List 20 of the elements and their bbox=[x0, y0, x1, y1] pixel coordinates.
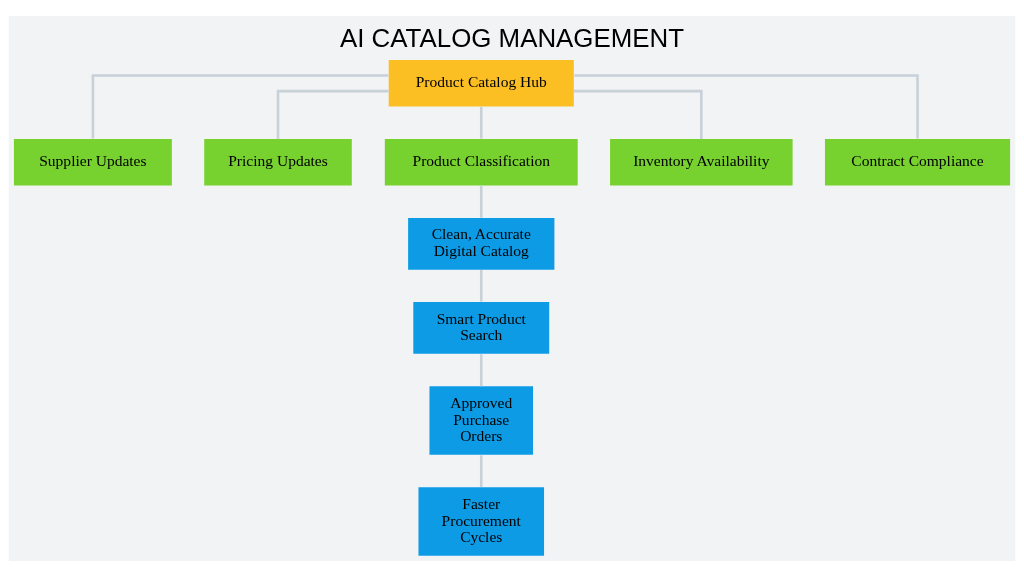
connector bbox=[573, 89, 703, 139]
node-box: Supplier Updates bbox=[13, 138, 172, 186]
node-box: Product Catalog Hub bbox=[388, 59, 574, 107]
diagram-title: AI CATALOG MANAGEMENT bbox=[339, 23, 685, 52]
node-box: Pricing Updates bbox=[204, 138, 352, 186]
node-box: Inventory Availability bbox=[610, 138, 793, 186]
node-box: Smart Product Search bbox=[413, 301, 550, 354]
connector bbox=[479, 106, 483, 139]
connector bbox=[479, 269, 483, 302]
node-box: Product Classification bbox=[384, 138, 578, 186]
node-box: Clean, Accurate Digital Catalog bbox=[408, 217, 555, 270]
connector bbox=[91, 73, 389, 139]
connector bbox=[479, 353, 483, 386]
node-box: Approved Purchase Orders bbox=[429, 385, 534, 455]
connector bbox=[574, 73, 919, 139]
node-box: Contract Compliance bbox=[824, 138, 1011, 186]
node-box: Faster Procurement Cycles bbox=[418, 486, 545, 556]
connector bbox=[479, 454, 483, 487]
connector bbox=[276, 89, 389, 139]
connector bbox=[479, 185, 483, 218]
